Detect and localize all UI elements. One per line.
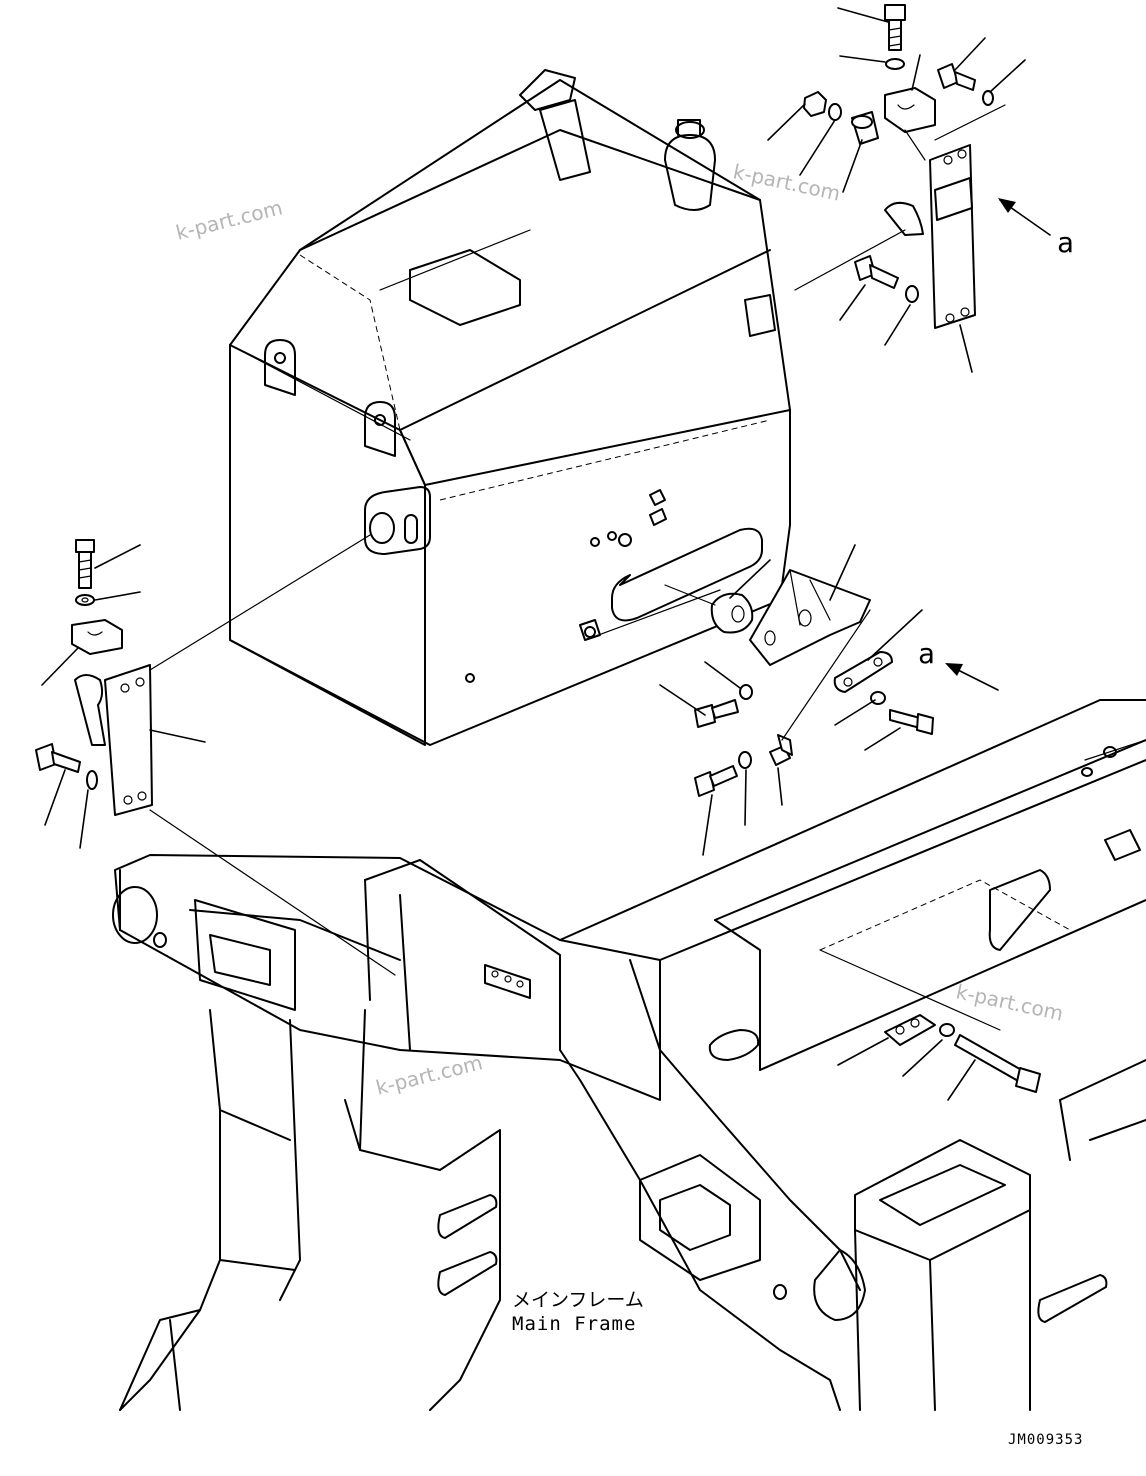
plate-part: [833, 651, 893, 693]
bolt-part: [709, 765, 738, 787]
washer-part: [885, 58, 905, 70]
washer-part: [739, 684, 753, 700]
washer-part: [738, 751, 752, 769]
bolt-part: [954, 71, 976, 91]
watermark-text: k-part.com: [173, 195, 284, 245]
washer-part: [828, 103, 842, 121]
bolt-part: [889, 709, 921, 729]
clamp-cap-part: [71, 619, 123, 655]
upper-right-bracket-group: [767, 4, 1051, 373]
bolt-part: [51, 751, 81, 773]
washer-part: [939, 1023, 955, 1037]
hydraulic-tank: [229, 69, 791, 746]
clamp-lower-part: [884, 201, 924, 236]
main-frame-label-english: Main Frame: [512, 1313, 636, 1335]
frame-clamp-group: [837, 1014, 1041, 1101]
watermark-text: k-part.com: [731, 159, 843, 205]
watermark-text: k-part.com: [373, 1050, 484, 1100]
bolt-part: [888, 19, 902, 51]
main-frame-structure: [112, 589, 1146, 1411]
long-bolt-part: [1015, 1067, 1041, 1093]
bolt-part: [694, 704, 716, 728]
bolt-part: [711, 699, 739, 719]
support-bracket-part: [749, 569, 871, 666]
bolt-part: [75, 539, 95, 553]
bolt-part: [869, 264, 899, 289]
clamp-lower-part: [74, 674, 106, 746]
center-mount-group: [659, 544, 999, 856]
reference-callout-a-lower: a: [918, 637, 935, 670]
bolt-part: [916, 713, 934, 735]
bolt-part: [694, 771, 715, 797]
washer-part: [870, 691, 886, 705]
left-mount-bracket-group: [35, 534, 371, 849]
washer-part: [982, 90, 994, 106]
mount-plate-part: [104, 664, 153, 816]
washer-part: [75, 594, 95, 606]
clamp-cap-part: [884, 87, 936, 133]
main-frame-label-japanese: メインフレーム: [512, 1289, 644, 1311]
watermark-text: k-part.com: [954, 979, 1066, 1025]
washer-part: [905, 285, 919, 303]
bolt-part: [884, 4, 906, 21]
drawing-code: JM009353: [1008, 1432, 1083, 1448]
mount-plate-part: [929, 144, 976, 329]
nut-part: [803, 91, 827, 117]
washer-part: [86, 770, 98, 790]
reference-callout-a-upper: a: [1057, 226, 1074, 259]
clamp-plate-part: [884, 1014, 936, 1046]
